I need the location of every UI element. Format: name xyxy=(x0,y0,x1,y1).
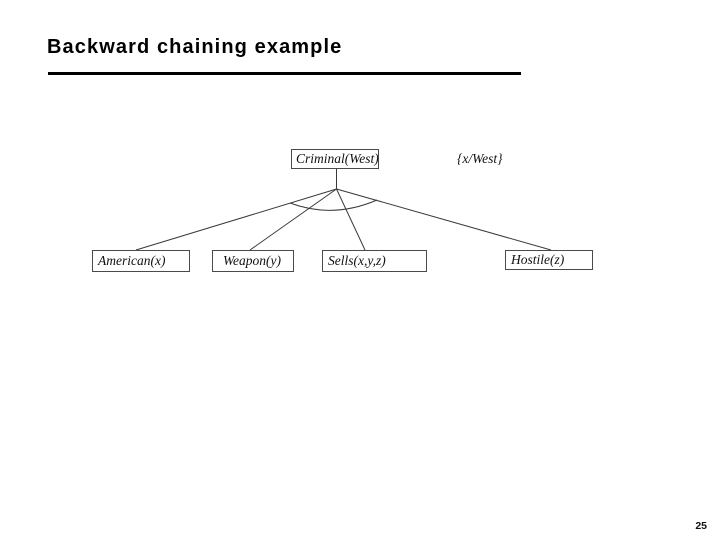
substitution-label: {x/West} xyxy=(457,151,503,166)
node-hostile: Hostile(z) xyxy=(505,250,593,270)
page-number: 25 xyxy=(695,520,707,532)
and-arc xyxy=(289,199,378,211)
edge-to-sells xyxy=(336,188,366,251)
node-sells: Sells(x,y,z) xyxy=(322,250,427,272)
node-weapon: Weapon(y) xyxy=(212,250,294,272)
node-criminal-west: Criminal(West) xyxy=(291,149,379,169)
title-underline xyxy=(48,72,521,75)
slide-title: Backward chaining example xyxy=(47,36,343,58)
edge-to-hostile xyxy=(336,188,552,251)
edge-to-american xyxy=(135,188,337,251)
edge-to-weapon xyxy=(249,188,337,251)
node-american: American(x) xyxy=(92,250,190,272)
